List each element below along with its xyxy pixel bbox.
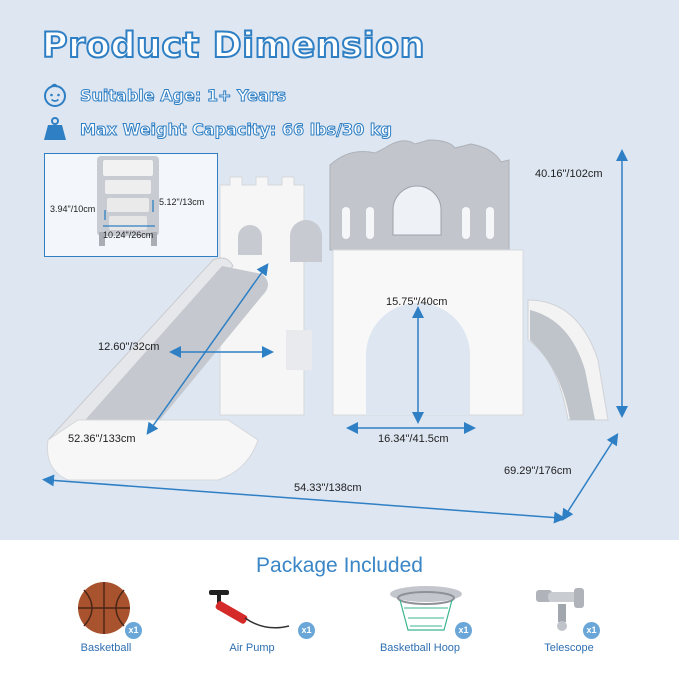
weight-icon [44, 117, 66, 140]
stair-illustration [97, 156, 159, 246]
step-depth-label: 5.12"/13cm [159, 197, 205, 207]
basketball-image [78, 582, 130, 634]
telescope-qty: x1 [583, 622, 600, 639]
age-spec-text: Suitable Age: 1+ Years [79, 85, 287, 105]
air-pump-image [209, 590, 290, 629]
baby-face-icon [44, 83, 66, 107]
telescope-label: Telescope [544, 642, 594, 654]
arch-height-label: 15.75"/40cm [386, 296, 448, 308]
age-spec: Suitable Age: 1+ Years [42, 80, 287, 110]
page-title: Product Dimension [41, 25, 426, 67]
air-pump-qty: x1 [298, 622, 315, 639]
depth-label: 69.29"/176cm [504, 465, 572, 477]
telescope-image [536, 588, 584, 631]
slide-length-line [146, 263, 269, 435]
slide-length-label: 52.36"/133cm [68, 433, 136, 445]
stair-detail-inset: 3.94"/10cm 5.12"/13cm 10.24"/26cm [44, 153, 218, 257]
hoop-label: Basketball Hoop [379, 642, 461, 654]
total-width-line [42, 474, 566, 524]
basketball-hoop-image [390, 586, 462, 631]
hoop-qty: x1 [455, 622, 472, 639]
slide-width-label: 12.60"/32cm [98, 341, 160, 353]
total-width-label: 54.33"/138cm [294, 482, 362, 494]
arch-width-label: 16.34"/41.5cm [378, 433, 449, 445]
step-height-label: 3.94"/10cm [50, 204, 96, 214]
depth-line [561, 432, 619, 522]
playset-illustration [42, 139, 628, 524]
weight-spec-text: Max Weight Capacity: 66 lbs/30 kg [80, 119, 393, 139]
step-width-label: 10.24"/26cm [103, 230, 154, 240]
basketball-qty: x1 [125, 622, 142, 639]
air-pump-label: Air Pump [229, 642, 275, 654]
weight-spec: Max Weight Capacity: 66 lbs/30 kg [42, 114, 392, 144]
climbing-ramp [527, 299, 609, 421]
main-castle [329, 139, 524, 416]
height-label: 40.16"/102cm [535, 168, 603, 180]
package-title: Package Included [256, 554, 423, 577]
basketball-label: Basketball [80, 642, 132, 654]
